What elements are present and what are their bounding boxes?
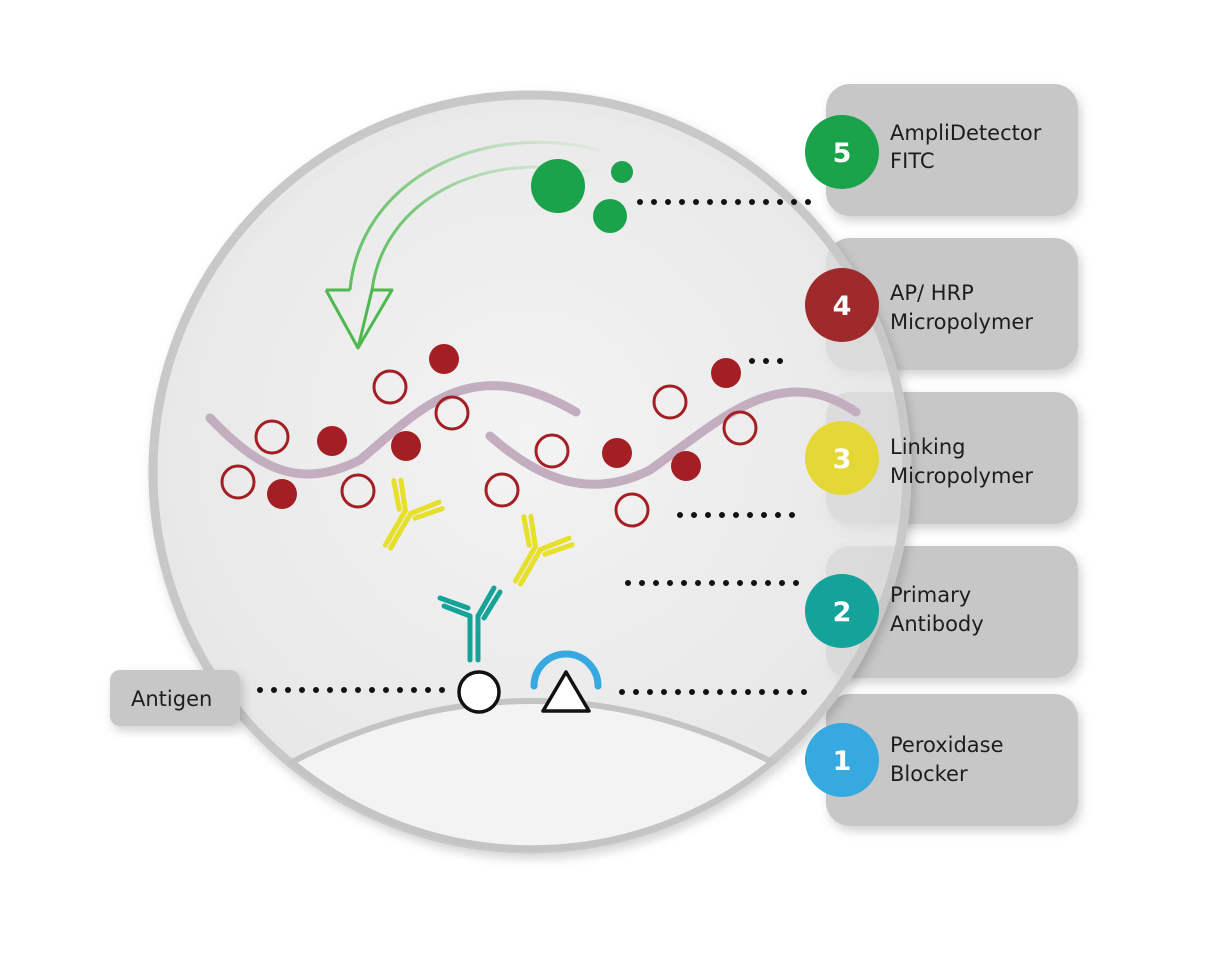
step-badge-5: 5 xyxy=(805,115,879,189)
step-badge-3: 3 xyxy=(805,421,879,495)
svg-text:3: 3 xyxy=(833,444,852,475)
peroxidase-blocker-icon xyxy=(530,650,602,713)
step-card-1 xyxy=(826,694,1078,826)
antigen-label: Antigen xyxy=(131,687,212,711)
step-5-label-line2: FITC xyxy=(890,149,935,173)
primary-antibody-icon xyxy=(437,585,503,663)
step-5-label-line1: AmpliDetector xyxy=(890,121,1042,145)
magnifier-circle xyxy=(148,90,912,854)
step-card-4 xyxy=(826,238,1078,370)
step-1-label-line2: Blocker xyxy=(890,762,968,786)
step-1-label-line1: Peroxidase xyxy=(890,733,1004,757)
step-4-label-line2: Micropolymer xyxy=(890,310,1033,334)
svg-text:4: 4 xyxy=(833,291,852,322)
antigen-tab: Antigen xyxy=(110,670,240,726)
step-badge-1: 1 xyxy=(805,723,879,797)
step-badges: 5 4 3 2 1 xyxy=(805,115,879,797)
step-3-label-line1: Linking xyxy=(890,435,965,459)
svg-text:2: 2 xyxy=(833,597,852,628)
hrp-filled-circles xyxy=(267,344,741,509)
linking-antibody-icon xyxy=(382,477,575,587)
antigen-icon xyxy=(457,670,501,714)
svg-text:5: 5 xyxy=(833,138,852,169)
fitc-dots xyxy=(531,159,633,233)
step-badge-2: 2 xyxy=(805,574,879,648)
step-badge-4: 4 xyxy=(805,268,879,342)
step-2-label-line2: Antibody xyxy=(890,612,984,636)
linking-polymer xyxy=(205,381,861,489)
svg-text:1: 1 xyxy=(833,746,852,777)
leader-lines xyxy=(257,199,821,695)
step-4-label-line1: AP/ HRP xyxy=(890,281,974,305)
step-3-label-line2: Micropolymer xyxy=(890,464,1033,488)
step-2-label-line1: Primary xyxy=(890,583,971,607)
step-labels: AmpliDetector FITC AP/ HRP Micropolymer … xyxy=(890,121,1042,786)
hrp-outline-circles xyxy=(220,369,758,528)
step-card-5 xyxy=(826,84,1078,216)
